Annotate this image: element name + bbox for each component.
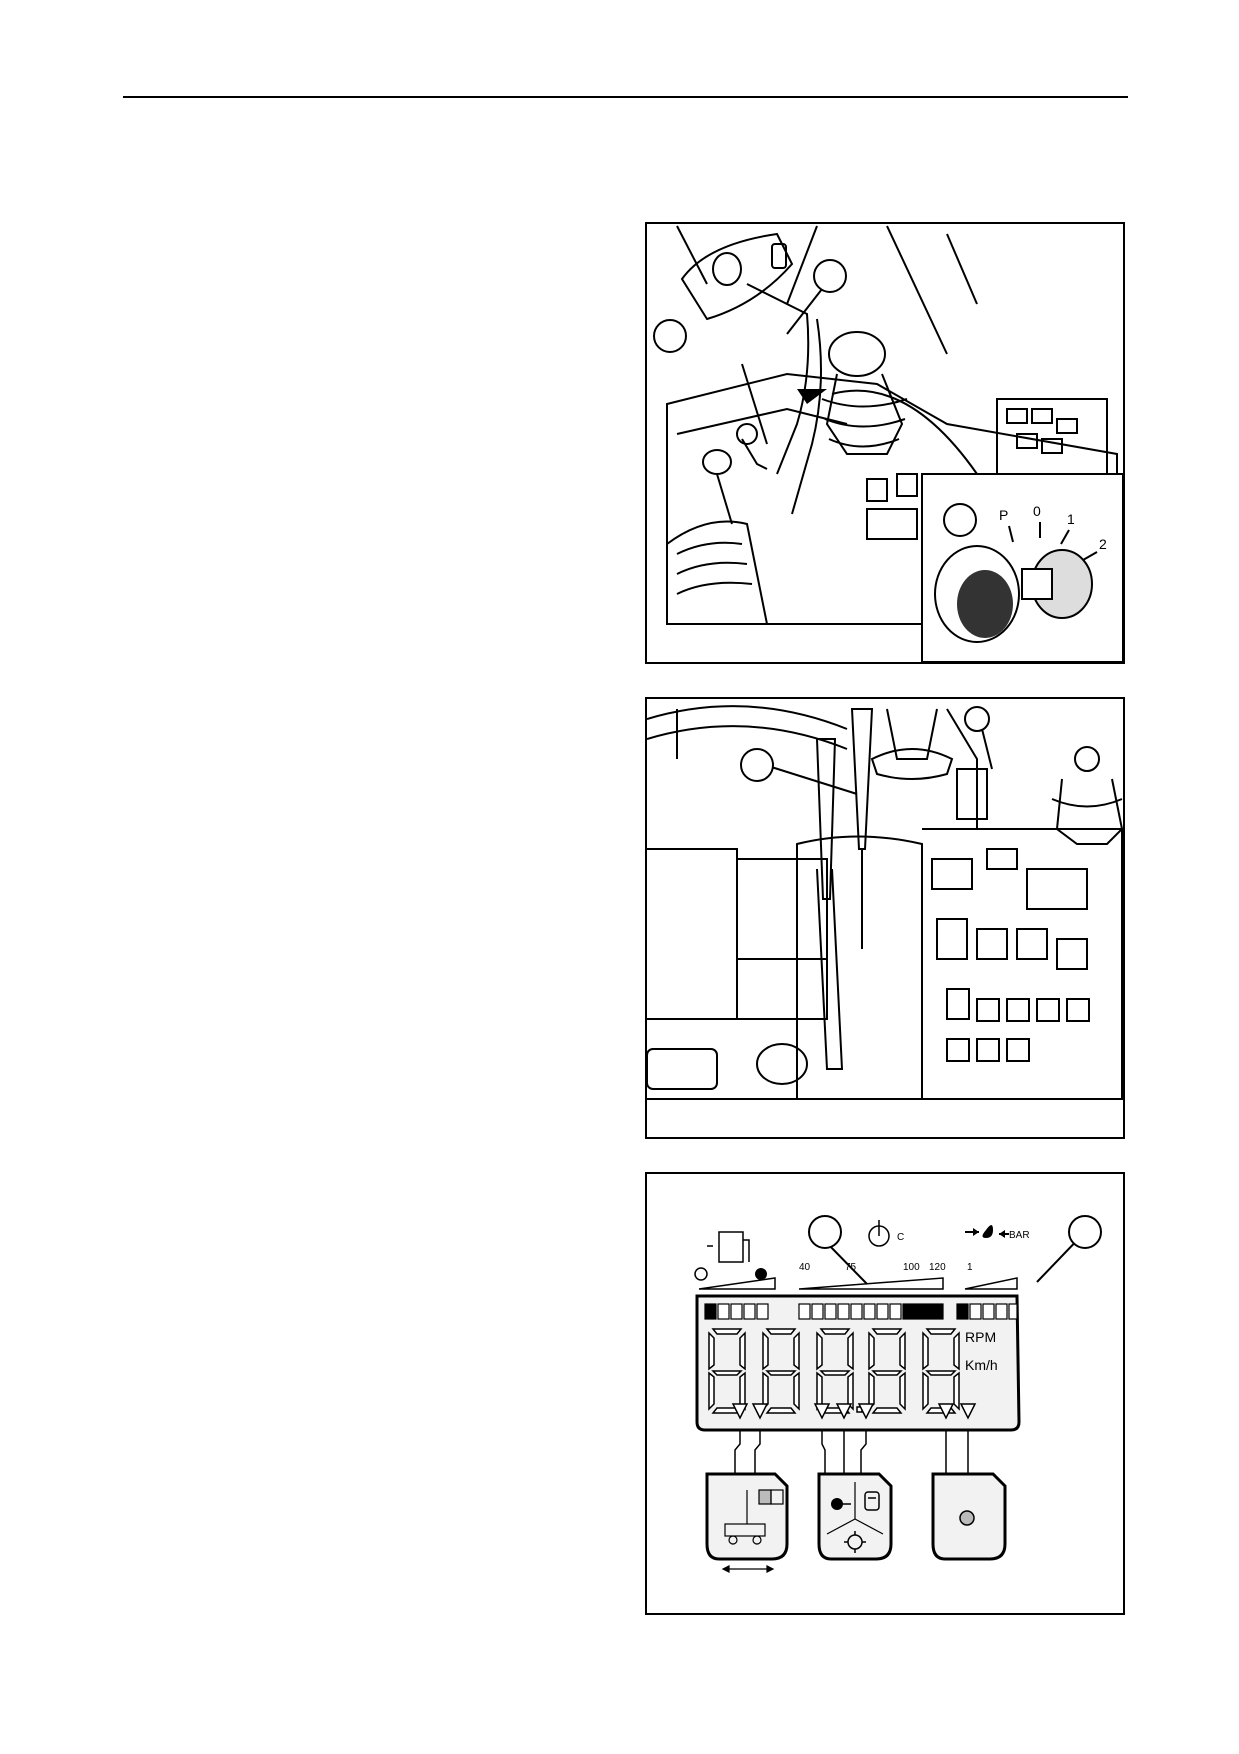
instrument-display-illustration: C BAR 40 75 100 120 1 [694,1215,1102,1573]
switch-pos-label: P [999,507,1008,523]
header-rule [123,96,1128,98]
temp-scale-label: 120 [929,1262,946,1273]
switch-pos-label: 1 [1067,511,1075,527]
beacon-light-icon [831,1498,851,1510]
callout-circle-c [943,503,977,537]
attachment-mode-icon [724,1489,784,1545]
work-light-icon [864,1491,880,1511]
temp-scale-label: 75 [845,1262,857,1273]
temperature-unit: C [897,1232,904,1243]
switch-pos-label: 0 [1033,503,1041,519]
ignition-illustration: P 0 1 2 [653,225,1123,662]
switch-pos-label: 2 [1099,536,1107,552]
indicator-triangles [731,1403,977,1420]
indicator-lamp-icon [959,1510,975,1526]
figure-hand-levers [645,697,1125,1139]
gear-icon [844,1531,866,1553]
levers-illustration [647,705,1123,1100]
fuel-empty-icon [694,1267,708,1281]
oil-pressure-icon [965,1225,1009,1238]
oil-pressure-unit: BAR [1009,1230,1030,1241]
oil-scale-label: 1 [967,1262,973,1273]
temp-scale-label: 40 [799,1262,811,1273]
coolant-temperature-icon [868,1220,890,1247]
fuel-full-icon [755,1268,767,1280]
callout-circle-b [653,319,687,353]
callout-circle-a [813,259,847,293]
fuel-icon [707,1231,750,1263]
callout-circle-e [808,1215,842,1249]
figure-instrument-display: C BAR 40 75 100 120 1 [645,1172,1125,1615]
lever-right [850,708,874,850]
unit-rpm: RPM [965,1329,996,1345]
figure-ignition-key-switch: P 0 1 2 [645,222,1125,664]
oil-pressure-bar-segments [956,1303,1018,1320]
key-switch-knob [934,545,1093,643]
callout-circle-d [740,748,774,782]
direction-arrow-icon [721,1565,775,1573]
lever-left [815,738,837,900]
fuel-bar-segments [704,1303,769,1320]
temp-scale-label: 100 [903,1262,920,1273]
callout-circle-f [1068,1215,1102,1249]
unit-kmh: Km/h [965,1357,998,1373]
temperature-bar-segments [798,1303,944,1320]
